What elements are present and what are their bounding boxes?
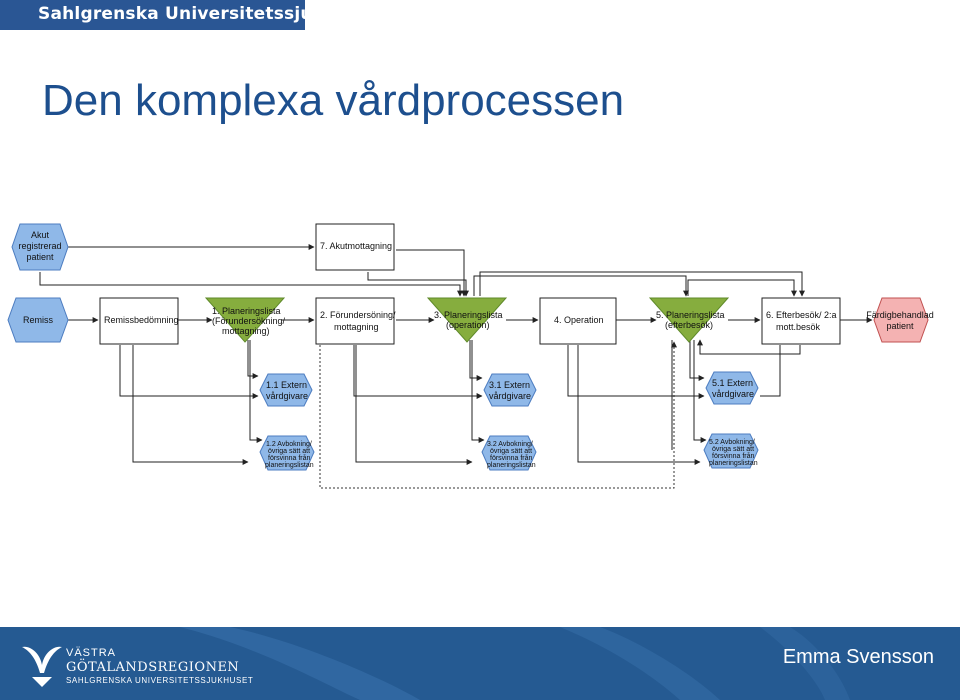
node-akut-patient-line2: registrerad: [18, 241, 61, 251]
node-efterbesok-line1: 6. Efterbesök/ 2:a: [766, 310, 837, 320]
node-remissbedomning: Remissbedömning: [99, 297, 179, 345]
footer-wave-decoration: [180, 627, 850, 700]
node-extern-1-line2: vårdgivare: [266, 391, 308, 401]
node-efterbesok-line2: mott.besök: [776, 322, 821, 332]
node-avbokning-3-line2: övriga sätt att: [490, 448, 532, 455]
header-org-name: Sahlgrenska Universitetssjukhuset: [38, 4, 380, 24]
node-avbokning-3-line4: planeringslistan: [487, 462, 536, 469]
node-avbokning-5-line1: 5.2 Avbokning/: [709, 439, 755, 446]
footer-org-line1: VÄSTRA: [66, 647, 117, 659]
node-fardigbehandlad: Färdigbehandlad patient: [866, 297, 934, 343]
node-avbokning-1-line1: 1.2 Avbokning/: [266, 441, 312, 448]
node-remiss-label: Remiss: [23, 315, 54, 325]
node-extern-1: 1.1 Extern vårdgivare: [259, 373, 313, 407]
node-extern-5-line1: 5.1 Extern: [712, 378, 753, 388]
node-fardigbehandlad-line1: Färdigbehandlad: [866, 310, 934, 320]
footer-org-line3: SAHLGRENSKA UNIVERSITETSSJUKHUSET: [66, 676, 254, 685]
node-avbokning-3-line1: 3.2 Avbokning/: [487, 441, 533, 448]
node-operation: 4. Operation: [539, 297, 617, 345]
node-akutmottagning-label: 7. Akutmottagning: [320, 241, 392, 251]
node-avbokning-1: 1.2 Avbokning/ övriga sätt att försvinna…: [259, 435, 315, 471]
node-operation-label: 4. Operation: [554, 315, 604, 325]
node-planeringslista-5-line1: 5. Planeringslista: [656, 310, 725, 320]
node-avbokning-5-line2: övriga sätt att: [712, 446, 754, 453]
node-forundersokning-line2: mottagning: [334, 322, 379, 332]
node-avbokning-5-line3: försvinna från: [712, 452, 755, 460]
node-planeringslista-1-line3: mottagning): [222, 326, 270, 336]
node-planeringslista-3-line2: (operation): [446, 320, 490, 330]
header-bar: Sahlgrenska Universitetssjukhuset: [0, 0, 379, 30]
node-akut-patient: Akut registrerad patient: [11, 223, 69, 271]
node-avbokning-3: 3.2 Avbokning/ övriga sätt att försvinna…: [481, 435, 537, 471]
node-remiss: Remiss: [7, 297, 69, 343]
node-extern-5-line2: vårdgivare: [712, 389, 754, 399]
node-avbokning-1-line2: övriga sätt att: [268, 448, 310, 455]
node-planeringslista-3-line1: 3. Planeringslista: [434, 310, 503, 320]
node-planeringslista-3: 3. Planeringslista (operation): [426, 297, 508, 343]
node-akutmottagning: 7. Akutmottagning: [315, 223, 395, 271]
footer-author: Emma Svensson: [782, 646, 934, 668]
slide-title: Den komplexa vårdprocessen: [42, 76, 625, 125]
footer-bar: VÄSTRA GÖTALANDSREGIONEN SAHLGRENSKA UNI…: [0, 627, 960, 700]
node-avbokning-3-line3: försvinna från: [490, 454, 533, 462]
node-planeringslista-5-line2: (efterbesök): [665, 320, 713, 330]
node-forundersokning: 2. Förundersöning/ mottagning: [315, 297, 396, 345]
footer-org-line2: GÖTALANDSREGIONEN: [66, 660, 240, 675]
node-avbokning-5-line4: planeringslistan: [709, 460, 758, 467]
node-extern-3: 3.1 Extern vårdgivare: [483, 373, 537, 407]
node-extern-5: 5.1 Extern vårdgivare: [705, 371, 759, 405]
node-extern-3-line1: 3.1 Extern: [489, 380, 530, 390]
node-efterbesok: 6. Efterbesök/ 2:a mott.besök: [761, 297, 841, 345]
node-planeringslista-1-line1: 1. Planeringslista: [212, 306, 281, 316]
node-akut-patient-line1: Akut: [31, 230, 50, 240]
node-extern-3-line2: vårdgivare: [489, 391, 531, 401]
node-avbokning-5: 5.2 Avbokning/ övriga sätt att försvinna…: [703, 433, 759, 469]
node-fardigbehandlad-line2: patient: [886, 321, 914, 331]
node-remissbedomning-label: Remissbedömning: [104, 315, 179, 325]
node-avbokning-1-line4: planeringslistan: [265, 462, 314, 469]
node-planeringslista-1-line2: (Förundersökning/: [212, 316, 286, 326]
dashed-connector: [319, 341, 677, 489]
connector-lines: [39, 244, 873, 465]
node-planeringslista-5: 5. Planeringslista (efterbesök): [648, 297, 730, 343]
node-akut-patient-line3: patient: [26, 252, 54, 262]
node-extern-1-line1: 1.1 Extern: [266, 380, 307, 390]
node-avbokning-1-line3: försvinna från: [268, 454, 311, 462]
region-logo-icon: [22, 646, 62, 687]
node-forundersokning-line1: 2. Förundersöning/: [320, 310, 396, 320]
node-planeringslista-1: 1. Planeringslista (Förundersökning/ mot…: [204, 297, 286, 343]
process-diagram: Akut registrerad patient 7. Akutmottagni…: [7, 223, 934, 489]
